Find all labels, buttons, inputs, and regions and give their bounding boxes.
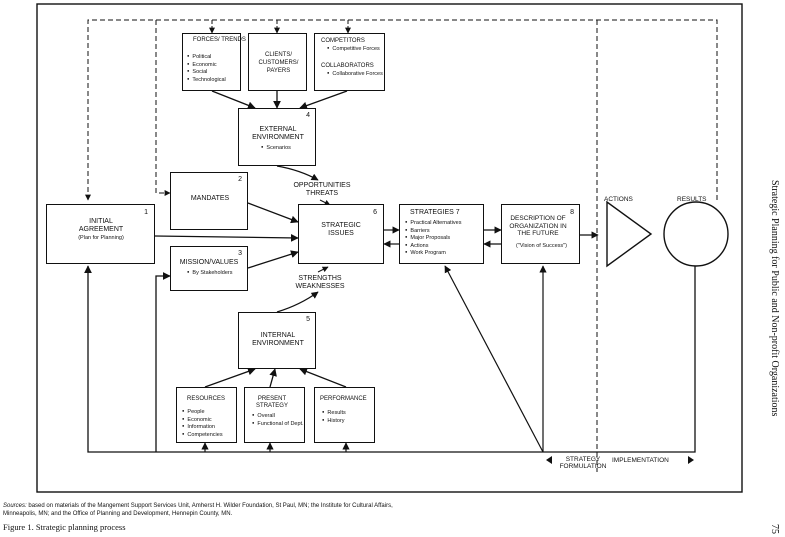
opportunities-label: OPPORTUNITIES xyxy=(293,182,351,189)
box-number: 3 xyxy=(238,250,242,257)
threats-label: THREATS xyxy=(305,190,339,197)
strategy-formulation-label: STRATEGY FORMULATION xyxy=(559,456,607,470)
competitors-title: COMPETITORS xyxy=(321,38,365,44)
future-title: DESCRIPTION OF ORGANIZATION IN THE FUTUR… xyxy=(509,215,567,237)
box-number: 6 xyxy=(373,209,377,216)
running-head: Strategic Planning for Public and Non-pr… xyxy=(769,180,780,417)
internal-environment-box: 5 INTERNAL ENVIRONMENT xyxy=(238,312,316,369)
performance-box: PERFORMANCE Results History xyxy=(314,387,375,443)
box-number: 5 xyxy=(306,316,310,323)
resources-bullet: Economic xyxy=(182,416,223,424)
forces-trends-box: FORCES/ TRENDS Political Economic Social… xyxy=(182,33,246,91)
external-environment-box: 4 EXTERNAL ENVIRONMENT Scenarios xyxy=(238,108,316,166)
sources-line1: based on materials of the Mangement Supp… xyxy=(26,503,393,509)
mission-bullet: By Stakeholders xyxy=(187,269,232,277)
performance-title: PERFORMANCE xyxy=(320,396,367,402)
sources-line2: Minneapolis, MN; and the Office of Plann… xyxy=(3,511,233,517)
issues-title: STRATEGIC ISSUES xyxy=(321,222,361,237)
strategies-box: STRATEGIES 7 Practical Alternatives Barr… xyxy=(399,204,484,264)
competitors-bullet: Competitive Forces xyxy=(327,45,383,53)
sources-note: Sources: based on materials of the Mange… xyxy=(3,502,393,510)
strategies-bullet: Actions xyxy=(405,242,461,250)
initial-agreement-box: 1 INITIAL AGREEMENT (Plan for Planning) xyxy=(46,204,155,264)
resources-bullet: People xyxy=(182,408,223,416)
collaborators-bullet: Collaborative Forces xyxy=(327,70,383,78)
present-bullet: Overall xyxy=(252,412,304,420)
actions-triangle xyxy=(606,200,653,268)
initial-subtitle: (Plan for Planning) xyxy=(78,235,124,241)
performance-bullet: Results xyxy=(322,409,345,417)
box-number: 8 xyxy=(570,209,574,216)
resources-box: RESOURCES People Economic Information Co… xyxy=(176,387,237,443)
internal-title: INTERNAL ENVIRONMENT xyxy=(252,332,304,347)
box-number: 2 xyxy=(238,176,242,183)
performance-bullet: History xyxy=(322,417,346,425)
forces-bullet: Technological xyxy=(187,76,225,84)
page-number: 75 xyxy=(769,524,780,534)
results-label: RESULTS xyxy=(677,196,707,203)
competitors-box: COMPETITORS Competitive Forces COLLABORA… xyxy=(314,33,385,91)
collaborators-title: COLLABORATORS xyxy=(321,63,374,69)
strategies-title: STRATEGIES xyxy=(410,209,454,216)
present-title: PRESENT STRATEGY xyxy=(256,396,288,409)
strengths-label: STRENGTHS xyxy=(298,275,342,282)
figure-caption: Figure 1. Strategic planning process xyxy=(3,522,126,532)
future-description-box: 8 DESCRIPTION OF ORGANIZATION IN THE FUT… xyxy=(501,204,580,264)
mandates-box: 2 MANDATES xyxy=(170,172,248,230)
actions-label: ACTIONS xyxy=(604,196,633,203)
present-strategy-box: PRESENT STRATEGY Overall Functional of D… xyxy=(244,387,305,443)
initial-title: INITIAL AGREEMENT xyxy=(78,218,124,233)
clients-box: CLIENTS/ CUSTOMERS/ PAYERS xyxy=(248,33,307,91)
forces-bullet: Economic xyxy=(187,61,226,69)
future-subtitle: ("Vision of Success") xyxy=(516,243,567,249)
forces-trends-title: FORCES/ TRENDS xyxy=(193,37,246,43)
results-circle xyxy=(663,201,729,267)
resources-bullet: Information xyxy=(182,423,223,431)
strategic-issues-box: 6 STRATEGIC ISSUES xyxy=(298,204,384,264)
box-number: 1 xyxy=(144,209,148,216)
forces-bullet: Social xyxy=(187,68,226,76)
resources-bullet: Competencies xyxy=(182,431,222,439)
strategies-bullet: Practical Alternatives xyxy=(405,219,461,227)
clients-title: CLIENTS/ CUSTOMERS/ PAYERS xyxy=(258,52,299,74)
implementation-label: IMPLEMENTATION xyxy=(612,457,669,464)
sources-prefix: Sources: xyxy=(3,503,27,509)
external-bullet: Scenarios xyxy=(261,144,290,152)
present-bullet: Functional of Dept. xyxy=(252,420,304,428)
strategies-bullet: Barriers xyxy=(405,227,461,235)
external-title: EXTERNAL ENVIRONMENT xyxy=(252,126,304,141)
mandates-title: MANDATES xyxy=(190,195,230,202)
mission-title: MISSION/VALUES xyxy=(179,259,239,266)
strategies-bullet: Major Proposals xyxy=(405,234,461,242)
box-number: 7 xyxy=(455,209,460,216)
mission-values-box: 3 MISSION/VALUES By Stakeholders xyxy=(170,246,248,291)
strategies-bullet: Work Program xyxy=(405,249,461,257)
box-number: 4 xyxy=(306,112,310,119)
resources-title: RESOURCES xyxy=(187,396,226,402)
forces-bullet: Political xyxy=(187,53,226,61)
weaknesses-label: WEAKNESSES xyxy=(295,283,345,290)
